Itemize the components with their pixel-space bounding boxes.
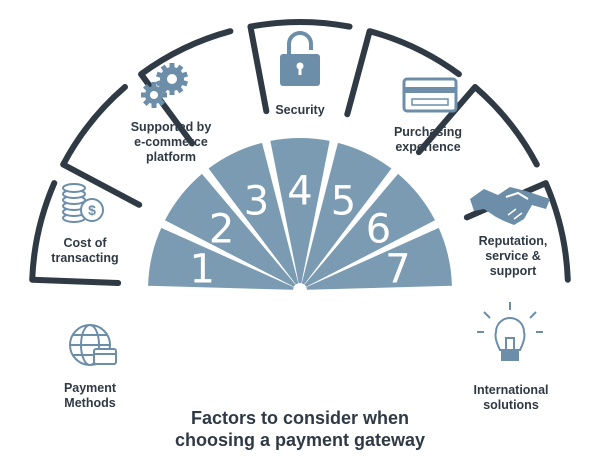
factor-label-4: Security xyxy=(275,103,325,117)
arc-segment-2 xyxy=(60,84,143,208)
slice-5 xyxy=(301,142,392,285)
slice-3 xyxy=(208,142,299,285)
globe-card-icon xyxy=(69,324,117,366)
slice-1 xyxy=(148,227,294,290)
arc-segment-4 xyxy=(247,19,353,115)
arc-segment-7 xyxy=(463,180,571,283)
arc-segment-6 xyxy=(415,84,540,168)
arc-segment-5 xyxy=(344,28,462,118)
slice-number-7: 7 xyxy=(385,247,410,293)
slice-number-4: 4 xyxy=(287,169,312,215)
svg-text:$: $ xyxy=(88,202,96,218)
slice-number-2: 2 xyxy=(209,206,234,252)
slice-6 xyxy=(304,173,436,287)
arc-segment-3 xyxy=(138,28,234,147)
coins-icon: $ xyxy=(62,183,104,223)
factor-label-5: Purchasing experience xyxy=(393,125,463,154)
lightbulb-icon xyxy=(477,302,543,361)
credit-card-icon xyxy=(402,77,458,113)
slice-number-5: 5 xyxy=(331,179,356,225)
factor-label-2: Cost of transacting xyxy=(51,236,119,265)
handshake-icon xyxy=(470,187,550,225)
factor-label-1: Payment Methods xyxy=(63,381,117,410)
factor-label-6: Reputation, service & support xyxy=(478,234,548,278)
slice-number-1: 1 xyxy=(189,247,214,293)
slice-number-3: 3 xyxy=(244,179,269,225)
padlock-icon xyxy=(280,31,320,86)
arc-segment-1 xyxy=(29,180,122,287)
slice-number-6: 6 xyxy=(366,206,391,252)
slice-7 xyxy=(306,227,452,290)
diagram-title: Factors to consider when choosing a paym… xyxy=(174,408,426,450)
factor-label-3: Supported by e-commerce platform xyxy=(130,120,212,164)
outer-arc-segments xyxy=(29,19,571,287)
slice-4 xyxy=(270,138,330,284)
gears-icon xyxy=(141,63,188,108)
factor-label-7: International solutions xyxy=(473,383,549,412)
slice-2 xyxy=(164,173,296,287)
